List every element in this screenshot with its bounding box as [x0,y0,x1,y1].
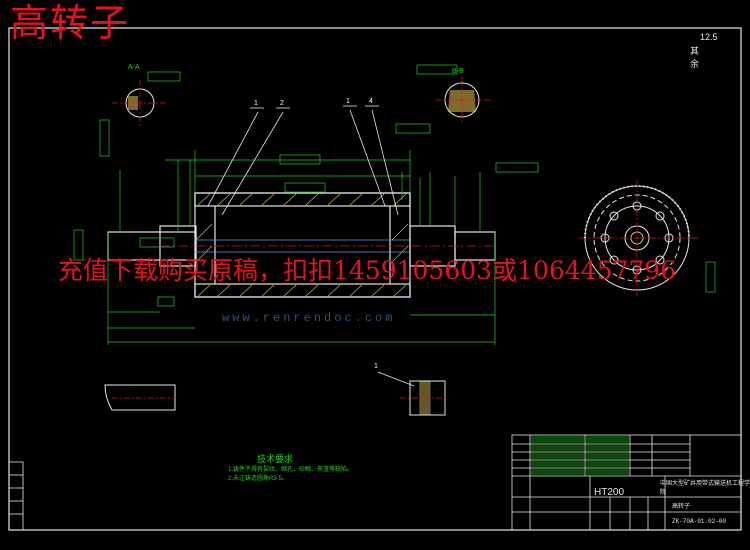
drawing-frame [8,27,742,531]
drawing-number: ZK-70A-01.02-00 [672,518,727,525]
detail-views [104,380,448,416]
section-label-a: A-A [128,64,140,71]
tolerance-frames [73,64,539,307]
tech-requirements-notes: 1.铸件不得有裂纹、缩孔、砂眼、夹渣等缺陷。 2.未注铸造圆角R3-5。 [228,466,353,484]
title-block [511,434,742,531]
watermark-promo: 充值下载购买原稿，扣扣1459105603或1064457796 [58,256,677,285]
section-b [436,76,490,124]
tech-note: 1.铸件不得有裂纹、缩孔、砂眼、夹渣等缺陷。 [228,467,354,473]
leader-number: 1 [346,98,350,105]
roughness-value: 12.5 [700,32,718,42]
company-name: 中国大型矿井用带式输送机工程学院 [660,481,750,496]
main-view-hatch [195,193,409,297]
side-strip [8,461,24,531]
watermark-site: www.renrendoc.com [222,311,396,325]
leader-number: 1 [254,100,258,107]
watermark-title: 高转子 [10,1,131,45]
leader-number: 4 [369,98,373,105]
section-a [112,80,168,126]
section-label-b: B-B [452,68,464,75]
title-block-fills [531,436,629,475]
part-name: 高转子 [672,504,691,510]
leader-number: 2 [280,100,284,107]
end-view [578,180,716,296]
shaft-bore [195,239,410,253]
roughness-word: 其余 [690,46,700,69]
tech-note: 2.未注铸造圆角R3-5。 [228,476,289,482]
dimensions [107,150,496,345]
leader-lines [207,105,415,387]
leader-number: 1 [374,363,378,370]
tech-requirements-title: 技术要求 [257,454,294,464]
material-label: HT200 [594,487,625,498]
